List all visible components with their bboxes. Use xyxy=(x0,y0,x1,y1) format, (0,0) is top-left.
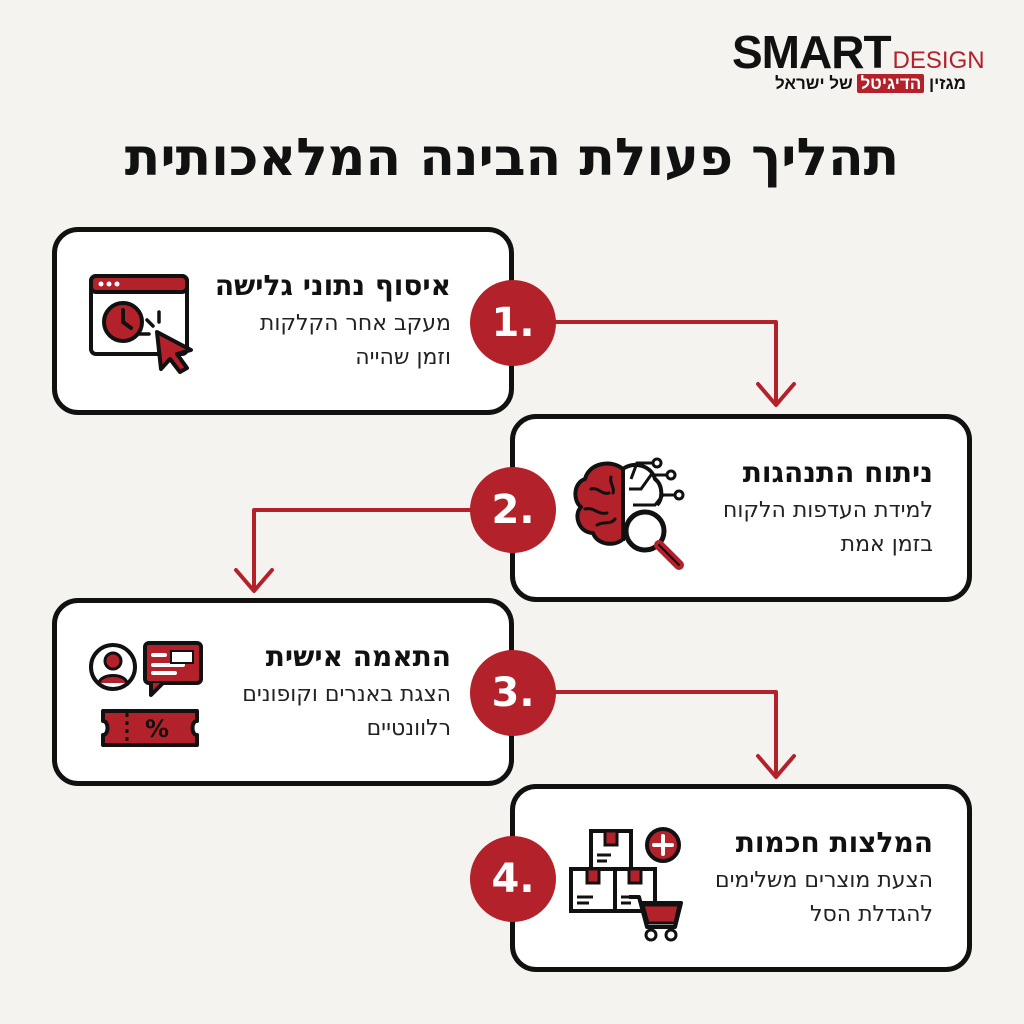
step-title: התאמה אישית xyxy=(265,640,451,673)
step-card-1: איסוף נתוני גלישה מעקב אחר הקלקות וזמן ש… xyxy=(52,227,514,415)
arrowhead-3 xyxy=(756,754,796,779)
browser-clock-cursor-icon xyxy=(89,274,193,374)
logo-tagline: מגזין הדיגיטל של ישראל xyxy=(775,74,966,94)
arrowhead-2 xyxy=(234,568,274,593)
step-description-line: וזמן שהייה xyxy=(355,345,451,370)
step-card-3: התאמה אישית הצגת באנרים וקופונים רלוונטי… xyxy=(52,598,514,786)
step-card-2: ניתוח התנהגות למידת העדפות הלקוח בזמן אמ… xyxy=(510,414,972,602)
step-description-line: מעקב אחר הקלקות xyxy=(259,311,451,336)
logo-tagline-start: מגזין xyxy=(924,74,966,93)
step-title: המלצות חכמות xyxy=(735,826,933,859)
page-title: תהליך פעולת הבינה המלאכותית xyxy=(124,128,900,188)
brand-logo: SMARTDESIGN מגזין הדיגיטל של ישראל xyxy=(728,26,998,106)
svg-text:%: % xyxy=(145,715,169,743)
step-description-line: להגדלת הסל xyxy=(809,902,933,927)
step-card-4: המלצות חכמות הצעת מוצרים משלימים להגדלת … xyxy=(510,784,972,972)
logo-tagline-highlight: הדיגיטל xyxy=(857,74,925,93)
step-description-line: למידת העדפות הלקוח xyxy=(722,498,933,523)
step-description-line: בזמן אמת xyxy=(840,532,933,557)
boxes-cart-plus-icon xyxy=(569,827,683,942)
step-number-4: 4. xyxy=(470,836,556,922)
brain-magnifier-icon xyxy=(573,457,685,570)
step-description-line: הצעת מוצרים משלימים xyxy=(715,868,933,893)
step-description-line: רלוונטיים xyxy=(366,716,451,741)
logo-wordmark: SMARTDESIGN xyxy=(732,26,985,87)
step-title: ניתוח התנהגות xyxy=(742,456,933,489)
step-number-2: 2. xyxy=(470,467,556,553)
logo-smart: SMART xyxy=(732,26,892,78)
logo-design: DESIGN xyxy=(892,47,985,74)
step-title: איסוף נתוני גלישה xyxy=(214,269,451,302)
step-description-line: הצגת באנרים וקופונים xyxy=(242,682,451,707)
arrow-1-to-2 xyxy=(546,320,778,406)
logo-tagline-end: של ישראל xyxy=(774,74,858,93)
arrowhead-1 xyxy=(756,382,796,407)
step-number-3: 3. xyxy=(470,650,556,736)
arrow-3-to-4 xyxy=(546,690,778,778)
user-banner-coupon-icon: % xyxy=(89,641,203,747)
arrow-2-to-3 xyxy=(252,508,474,592)
step-number-1: 1. xyxy=(470,280,556,366)
